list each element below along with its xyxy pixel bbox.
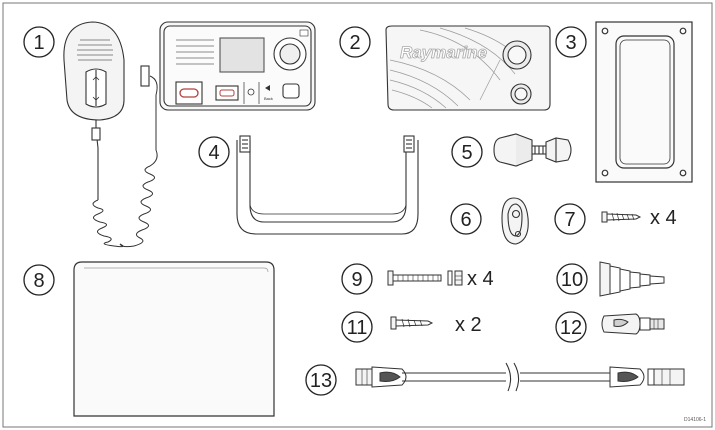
item-11-screw [390,316,434,330]
callout-11: 11 [347,317,368,339]
callout-9: 9 [351,269,362,291]
callout-circle-13 [305,364,337,396]
callout-10: 10 [561,269,583,291]
radio-back-label: Back [264,96,273,101]
figure-id: D14106-1 [684,417,706,423]
callout-circle-6 [450,203,482,235]
item-9-bolt-and-nut [387,270,463,286]
radio-display [219,37,265,73]
callout-circle-12 [555,311,587,343]
item-10-cable-boot [599,261,665,297]
callout-4: 4 [208,142,219,164]
item-3-gasket [595,21,693,183]
callout-13: 13 [310,370,332,392]
item-1-vhf-radio [63,21,316,248]
item-12-connector-cap [601,313,665,335]
callout-12: 12 [560,317,582,339]
power-icon [247,88,255,96]
callout-5: 5 [461,142,472,164]
coiled-cord [92,75,158,248]
item-9-quantity: x 4 [467,268,494,290]
callout-circle-10 [556,263,588,295]
callout-circle-5 [451,136,483,168]
handset-speaker-grille [77,39,113,61]
item-7-screw [601,211,642,223]
item-8-sun-cover [73,261,275,417]
ch-button [282,83,300,99]
callout-circle-11 [341,311,373,343]
item-7-quantity: x 4 [650,207,677,229]
call-button [219,89,235,97]
callout-6: 6 [460,209,471,231]
callout-numbers: 1 2 3 4 5 6 7 8 9 10 11 12 13 [33,32,583,392]
cover-brand-logo: Raymarine [400,43,487,62]
distress-button [179,88,199,98]
radio-speaker-grille [176,39,214,65]
callout-circles [23,26,588,396]
callout-circle-9 [341,263,373,295]
item-6-grommet [501,197,529,245]
callout-1: 1 [33,32,44,54]
item-11-quantity: x 2 [455,314,482,336]
callout-7: 7 [564,209,575,231]
callout-circle-2 [339,26,371,58]
item-2-cover [385,25,551,111]
item-13-cable [355,362,685,392]
callout-circle-7 [554,203,586,235]
callout-circle-8 [23,264,55,296]
callout-circle-3 [555,26,587,58]
callout-2: 2 [349,32,360,54]
callout-circle-4 [198,136,230,168]
item-4-bracket [236,135,419,235]
item-5-bracket-knobs [493,133,572,167]
callout-3: 3 [565,32,576,54]
callout-8: 8 [33,270,44,292]
callout-circle-1 [23,26,55,58]
